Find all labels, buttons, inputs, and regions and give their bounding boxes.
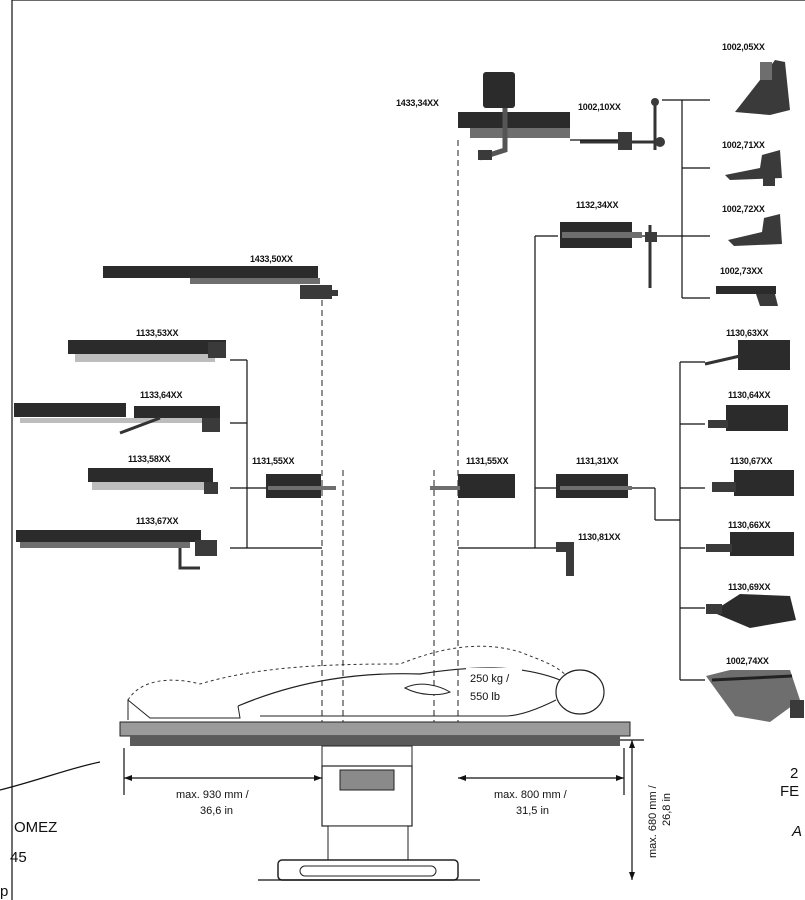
dimension-labels: max. 930 mm / 36,6 in max. 800 mm / 31,5… [176,784,673,858]
edge-fragments: OMEZ 45 p FE 2 A [0,765,802,900]
fragment-fe: FE [780,783,799,800]
label-1133-53: 1133,53XX [136,328,178,338]
connector-lines [230,99,710,681]
fragment-number: 45 [10,849,27,866]
label-1131-31: 1131,31XX [576,456,618,466]
part-1002-73 [716,286,778,306]
dim-right-line-1: max. 800 mm / [494,789,568,801]
load-label: 250 kg / 550 lb [466,668,522,706]
fragment-a: A [791,823,802,840]
dimension-lines [123,739,644,880]
dim-right-line-2: 31,5 in [516,805,549,817]
part-labels: 1433,34XX 1002,10XX 1002,05XX 1002,71XX … [128,42,773,666]
dim-left-line-1: max. 930 mm / [176,789,250,801]
part-1130-81 [556,542,574,576]
part-1130-67 [712,470,794,496]
fragment-name: OMEZ [14,819,57,836]
part-1002-72 [728,214,782,246]
dashed-guides [321,140,459,740]
part-1002-74 [706,670,804,722]
dim-left-line-2: 36,6 in [200,805,233,817]
patient-outline [127,645,605,720]
label-1130-64: 1130,64XX [728,390,770,400]
label-1002-05: 1002,05XX [722,42,765,52]
part-1130-64 [708,405,788,431]
part-1130-66 [706,532,794,556]
label-1002-73: 1002,73XX [720,266,763,276]
part-1130-63 [704,340,790,370]
label-1133-67: 1133,67XX [136,516,178,526]
dim-height-line-2: 26,8 in [661,793,673,826]
label-1002-71: 1002,71XX [722,140,765,150]
label-1433-34: 1433,34XX [396,98,439,108]
label-1002-10: 1002,10XX [578,102,621,112]
label-1131-55-left: 1131,55XX [252,456,294,466]
part-1133-58 [88,468,218,494]
fragment-two: 2 [790,765,798,782]
part-1132-34 [560,222,657,288]
label-1130-69: 1130,69XX [728,582,770,592]
label-1133-58: 1133,58XX [128,454,170,464]
part-1002-71 [725,150,782,186]
load-line-1: 250 kg / [470,673,510,685]
dim-height-line-1: max. 680 mm / [647,784,659,858]
part-1433-34 [458,72,570,161]
part-1133-53 [68,340,226,362]
label-1130-67: 1130,67XX [730,456,772,466]
operating-table [119,721,631,881]
part-1131-31 [556,474,632,498]
label-1002-72: 1002,72XX [722,204,765,214]
part-1131-55-right [430,474,515,498]
label-1130-81: 1130,81XX [578,532,620,542]
part-1133-67 [16,530,217,570]
label-1130-63: 1130,63XX [726,328,768,338]
part-1130-69 [706,594,796,628]
part-1002-10 [580,98,665,150]
label-1130-66: 1130,66XX [728,520,770,530]
label-1132-34: 1132,34XX [576,200,618,210]
label-1433-50: 1433,50XX [250,254,293,264]
part-1133-64 [14,403,220,435]
fragment-p: p [0,883,8,900]
part-1433-50 [103,266,338,299]
load-line-2: 550 lb [470,691,500,703]
label-1131-55-right: 1131,55XX [466,456,508,466]
part-1131-55-left [266,474,336,498]
label-1133-64: 1133,64XX [140,390,182,400]
label-1002-74: 1002,74XX [726,656,769,666]
part-1002-05 [735,60,790,115]
